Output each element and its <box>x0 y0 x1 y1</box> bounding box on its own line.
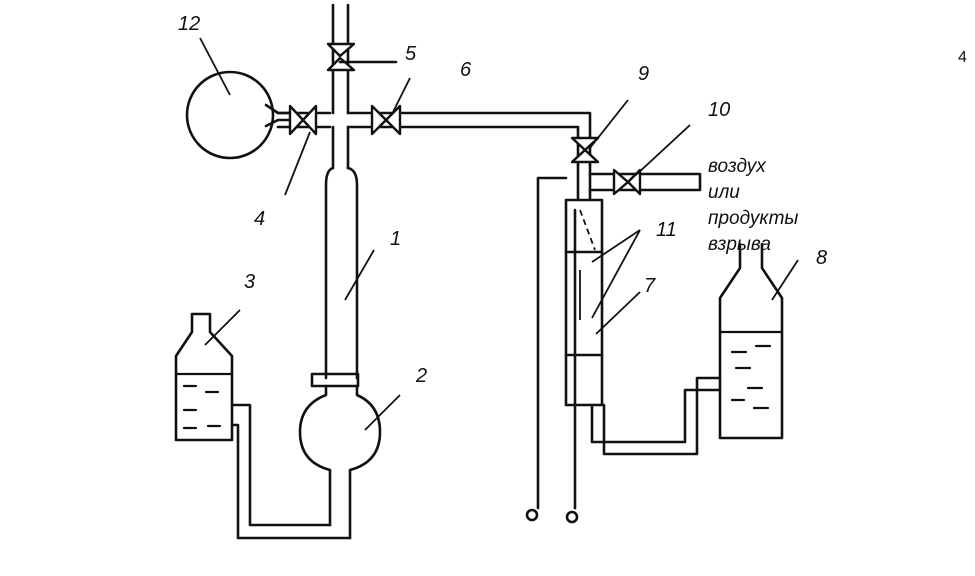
bottle-8 <box>718 242 784 440</box>
annotation-line4: взрыва <box>708 234 771 255</box>
label-4: 4 <box>254 208 265 230</box>
leader-lines-left <box>199 37 411 431</box>
pipe-to-valve10 <box>588 172 702 192</box>
label-5: 5 <box>405 43 417 65</box>
bottle8-liquid <box>718 330 784 410</box>
label-7: 7 <box>644 275 656 297</box>
annotation-line1: воздух <box>708 156 767 177</box>
label-8: 8 <box>816 247 827 269</box>
column-1 <box>324 166 359 380</box>
label-3: 3 <box>244 271 255 293</box>
valve-9 <box>570 136 600 164</box>
flask-2 <box>298 384 382 540</box>
label-6: 6 <box>460 59 472 81</box>
label-10: 10 <box>708 99 730 121</box>
label-11: 11 <box>656 219 677 241</box>
leader-lines-right <box>589 99 799 335</box>
bulb-neck <box>264 103 292 128</box>
label-1: 1 <box>390 228 401 250</box>
tube-flask-to-bottle3 <box>230 403 352 540</box>
annotation-line3: продукты <box>708 208 798 229</box>
bulb-12 <box>185 70 275 160</box>
valve-6 <box>370 104 402 136</box>
valve-4 <box>288 104 318 136</box>
page-number: 4 <box>958 49 967 66</box>
vertical-main-pipe <box>331 3 350 170</box>
tube7-to-bottle8 <box>590 376 722 456</box>
tube-7 <box>564 198 604 407</box>
column-flange <box>310 372 360 388</box>
label-2: 2 <box>415 365 427 387</box>
bottle-3 <box>174 312 234 442</box>
bottle3-liquid <box>174 372 234 430</box>
pipe-to-tube7 <box>576 163 592 202</box>
label-9: 9 <box>638 63 649 85</box>
valve-10 <box>612 168 642 196</box>
annotation-line2: или <box>708 182 740 203</box>
valve-5 <box>326 42 398 72</box>
electrodes-11 <box>525 176 596 524</box>
label-12: 12 <box>178 13 200 35</box>
